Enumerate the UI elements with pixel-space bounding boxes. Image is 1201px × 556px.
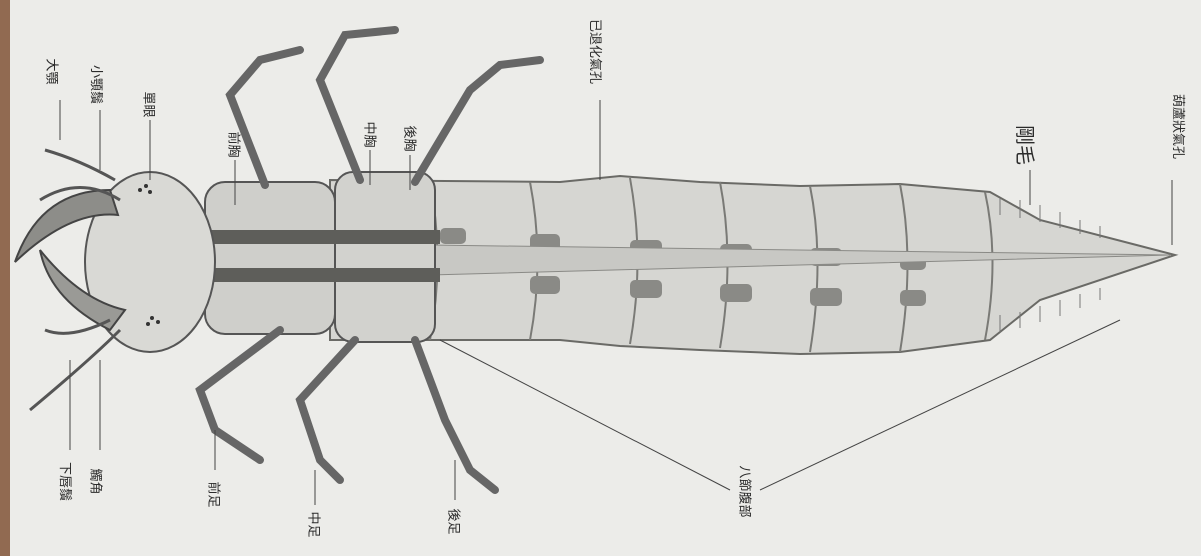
label-labial-palp: 下唇鬚 <box>58 462 71 501</box>
label-prothorax: 前胸 <box>227 131 240 157</box>
label-ocelli: 單眼 <box>142 91 155 117</box>
label-gourd-spiracle: 葫蘆狀氣孔 <box>1171 94 1184 159</box>
label-mandible: 大顎 <box>45 58 58 84</box>
label-vestigial-spiracles: 已退化氣孔 <box>588 19 601 84</box>
label-midleg: 中足 <box>307 511 320 537</box>
label-mesothorax: 中胸 <box>363 121 376 147</box>
label-abdomen: 八節腹部 <box>738 465 751 517</box>
label-antenna: 觸角 <box>89 468 102 494</box>
label-foreleg: 前足 <box>207 481 220 507</box>
label-setae: 剛毛 <box>1015 125 1035 165</box>
label-hindleg: 後足 <box>447 508 460 534</box>
label-maxillary-palp: 小顎鬚 <box>89 65 102 104</box>
label-metathorax: 後胸 <box>403 125 416 151</box>
